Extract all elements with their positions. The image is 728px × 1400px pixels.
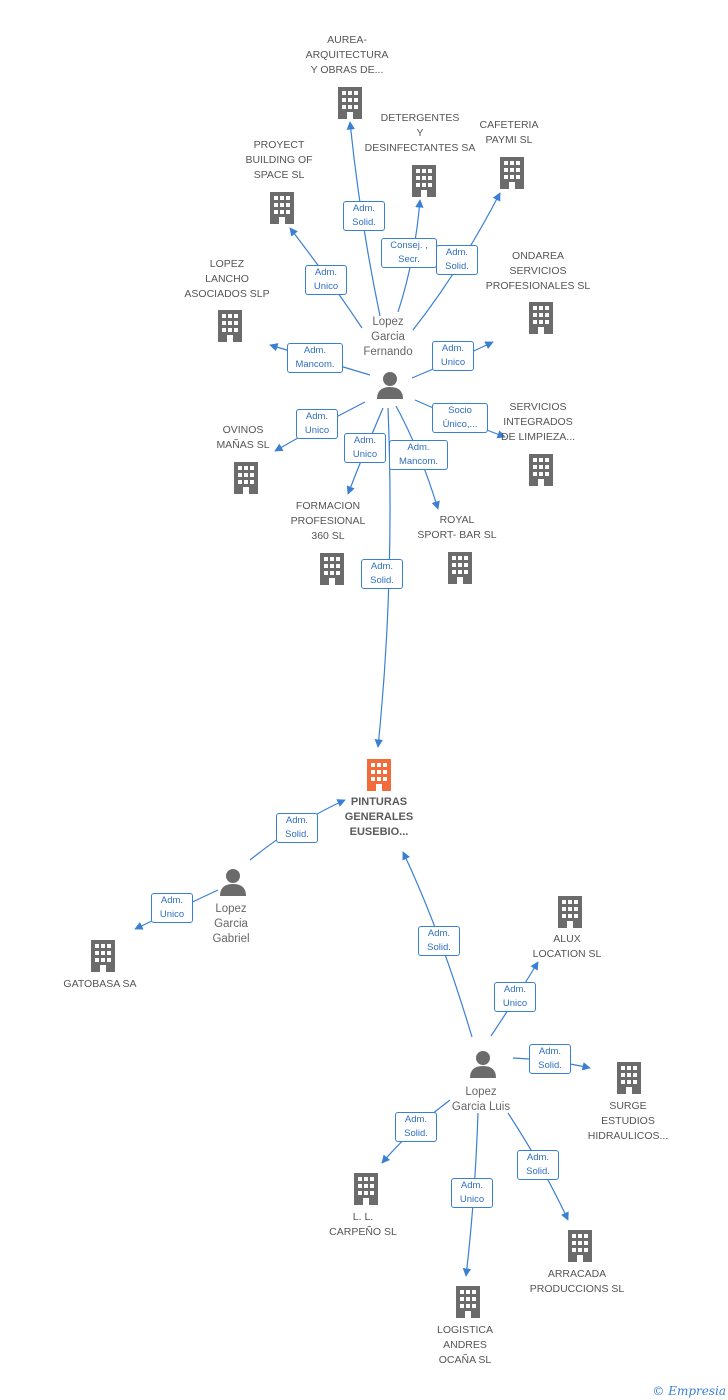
company-label-ovinos[interactable]: OVINOS MAÑAS SL	[216, 424, 270, 451]
building-icon[interactable]	[88, 938, 118, 972]
relation-badge[interactable]: Adm. Unico	[296, 409, 338, 439]
building-icon[interactable]	[497, 155, 527, 189]
company-label-servicios[interactable]: SERVICIOS INTEGRADOS DE LIMPIEZA...	[500, 401, 576, 443]
relation-badge[interactable]: Adm. Solid.	[418, 926, 460, 956]
building-icon[interactable]	[526, 300, 556, 334]
building-icon[interactable]	[215, 308, 245, 342]
company-label-royal[interactable]: ROYAL SPORT- BAR SL	[417, 514, 497, 541]
focus-building-icon[interactable]	[364, 757, 394, 791]
person-label-fernando[interactable]: Lopez Garcia Fernando	[363, 316, 413, 358]
relation-badge[interactable]: Adm. Unico	[451, 1178, 493, 1208]
brand-name: Empresia	[668, 1384, 726, 1398]
company-label-surge[interactable]: SURGE ESTUDIOS HIDRAULICOS...	[587, 1100, 669, 1142]
footer-brand[interactable]: © Empresia	[652, 1384, 726, 1398]
building-icon[interactable]	[231, 460, 261, 494]
building-icon[interactable]	[445, 550, 475, 584]
person-label-luis[interactable]: Lopez Garcia Luis	[451, 1086, 511, 1113]
company-label-ondarea[interactable]: ONDAREA SERVICIOS PROFESIONALES SL	[485, 250, 591, 292]
copyright-symbol: ©	[652, 1384, 665, 1398]
relation-badge[interactable]: Adm. Solid.	[529, 1044, 571, 1074]
relation-badge[interactable]: Adm. Mancom.	[287, 343, 343, 373]
company-label-carpeno[interactable]: L. L. CARPEÑO SL	[329, 1211, 397, 1238]
company-label-lopez-lancho[interactable]: LOPEZ LANCHO ASOCIADOS SLP	[184, 258, 270, 300]
company-label-alux[interactable]: ALUX LOCATION SL	[532, 933, 602, 960]
relation-badge[interactable]: Adm. Solid.	[343, 201, 385, 231]
relation-badge[interactable]: Adm. Solid.	[395, 1112, 437, 1142]
company-label-detergentes[interactable]: DETERGENTES Y DESINFECTANTES SA	[364, 112, 476, 154]
company-label-logistica[interactable]: LOGISTICA ANDRES OCAÑA SL	[436, 1324, 493, 1366]
relation-badge[interactable]: Socio Único,...	[432, 403, 488, 433]
company-label-proyect[interactable]: PROYECT BUILDING OF SPACE SL	[245, 139, 313, 181]
building-icon[interactable]	[453, 1284, 483, 1318]
building-icon[interactable]	[565, 1228, 595, 1262]
relation-badge[interactable]: Adm. Unico	[305, 265, 347, 295]
building-icon[interactable]	[614, 1060, 644, 1094]
relation-badge[interactable]: Adm. Solid.	[361, 559, 403, 589]
person-label-gabriel[interactable]: Lopez Garcia Gabriel	[212, 903, 250, 945]
company-label-gatobasa[interactable]: GATOBASA SA	[63, 978, 137, 990]
relation-badge[interactable]: Adm. Mancom.	[389, 440, 448, 470]
person-icon[interactable]	[468, 1050, 498, 1078]
company-label-cafeteria[interactable]: CAFETERIA PAYMI SL	[479, 119, 539, 146]
relation-badge[interactable]: Consej. , Secr.	[381, 238, 437, 268]
company-label-arracada[interactable]: ARRACADA PRODUCCIONS SL	[529, 1268, 625, 1295]
relation-badge[interactable]: Adm. Solid.	[517, 1150, 559, 1180]
relation-badge[interactable]: Adm. Unico	[151, 893, 193, 923]
building-icon[interactable]	[526, 452, 556, 486]
relation-badge[interactable]: Adm. Unico	[344, 433, 386, 463]
company-label-aurea[interactable]: AUREA- ARQUITECTURA Y OBRAS DE...	[305, 34, 389, 76]
relation-badge[interactable]: Adm. Solid.	[436, 245, 478, 275]
relation-badge[interactable]: Adm. Unico	[432, 341, 474, 371]
building-icon[interactable]	[409, 163, 439, 197]
company-label-formacion[interactable]: FORMACION PROFESIONAL 360 SL	[290, 500, 366, 542]
person-icon[interactable]	[375, 371, 405, 399]
relation-badge[interactable]: Adm. Unico	[494, 982, 536, 1012]
building-icon[interactable]	[555, 894, 585, 928]
company-label-pinturas[interactable]: PINTURAS GENERALES EUSEBIO...	[344, 796, 414, 838]
building-icon[interactable]	[317, 551, 347, 585]
building-icon[interactable]	[267, 190, 297, 224]
person-icon[interactable]	[218, 868, 248, 896]
building-icon[interactable]	[335, 85, 365, 119]
building-icon[interactable]	[351, 1171, 381, 1205]
relation-badge[interactable]: Adm. Solid.	[276, 813, 318, 843]
